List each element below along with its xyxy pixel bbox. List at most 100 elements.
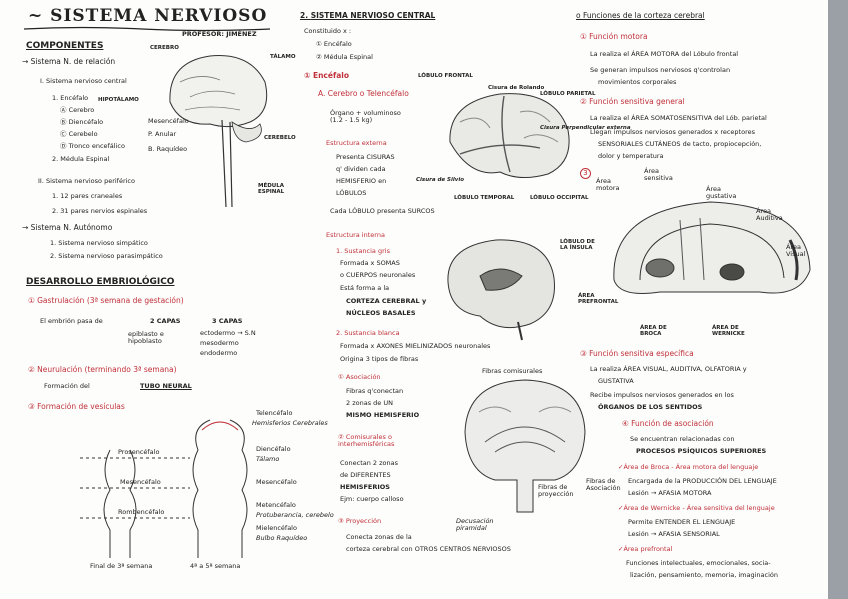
- broca-heading: ✓Área de Broca - Área motora del lenguaj…: [618, 463, 759, 471]
- lobe-label: Cisura de Silvio: [416, 177, 465, 183]
- snc-sub: I. Sistema nervioso central: [40, 77, 127, 85]
- brain-label: CEREBELO: [264, 135, 296, 141]
- area-label: ÁREA PREFRONTAL: [578, 293, 619, 305]
- sna-heading: → Sistema N. Autónomo: [22, 223, 113, 232]
- broca-text: Encargada de la PRODUCCIÓN DEL LENGUAJE: [628, 477, 777, 485]
- wernicke-heading: ✓Área de Wernicke - Área sensitiva del l…: [618, 504, 775, 512]
- snp-item: 1. 12 pares craneales: [52, 192, 123, 200]
- area-label: ÁREA DE WERNICKE: [712, 325, 745, 337]
- area-label: Área sensitiva: [644, 167, 673, 182]
- vesicle-derivative: Mielencéfalo: [256, 524, 297, 532]
- esp-heading: ③ Función sensitiva específica: [580, 349, 694, 358]
- vesicle-derivative: Telencéfalo: [256, 409, 293, 417]
- esp-text: GUSTATIVA: [598, 377, 634, 385]
- vesicle-derivative: Mesencéfalo: [256, 478, 297, 486]
- comis-text: Conectan 2 zonas: [340, 459, 399, 467]
- lobe-label: Cisura Perpendicular externa: [540, 125, 631, 131]
- comis-text: HEMISFERIOS: [340, 483, 390, 491]
- brain-sagittal-illustration: [169, 55, 268, 208]
- blanca-text: Origina 3 tipos de fibras: [340, 355, 419, 363]
- vesicle-derivative: Tálamo: [256, 455, 280, 463]
- ext-text: HEMISFERIO en: [336, 177, 387, 185]
- stage-caption: 4ª a 5ª semana: [190, 562, 241, 570]
- brain-insula-illustration: [447, 239, 555, 341]
- ext-text: Presenta CISURAS: [336, 153, 395, 161]
- area-label: Área gustativa: [706, 185, 737, 200]
- encefalo-sub: Ⓒ Cerebelo: [60, 130, 98, 138]
- tubo-neural: TUBO NEURAL: [140, 382, 192, 390]
- vesicle-label: Prosencéfalo: [118, 448, 160, 456]
- notes-sheet: [0, 0, 828, 599]
- area-label: ÁREA DE BROCA: [640, 325, 667, 337]
- comis-heading: ② Comisurales o interhemisféricas: [338, 433, 395, 448]
- fiber-label: Decusación piramidal: [456, 517, 494, 532]
- embrion-text: El embrión pasa de: [40, 317, 103, 325]
- gris-text: Formada x SOMAS: [340, 259, 400, 267]
- brain-label: P. Anular: [148, 130, 177, 138]
- brain-label: Mesencéfalo: [148, 117, 189, 125]
- medula-item: 2. Médula Espinal: [52, 155, 110, 163]
- epiblasto: epiblasto e hipoblasto: [128, 330, 164, 345]
- area-label: Área Visual: [786, 243, 806, 258]
- lobe-label: LÓBULO TEMPORAL: [454, 195, 515, 201]
- gris-text: o CUERPOS neuronales: [340, 271, 416, 279]
- brain-lateral-illustration: [449, 93, 570, 178]
- motora-text: movimientos corporales: [598, 78, 677, 86]
- wernicke-text: Lesión → AFASIA SENSORIAL: [628, 530, 720, 538]
- neurulacion-heading: ② Neurulación (terminando 3ª semana): [28, 365, 177, 374]
- blanca-text: Formada x AXONES MIELINIZADOS neuronales: [340, 342, 491, 350]
- fiber-label: Fibras de Asociación: [586, 477, 621, 492]
- cada-text: Cada LÓBULO presenta SURCOS: [330, 207, 435, 215]
- prefrontal-text: lización, pensamiento, memoria, imaginac…: [630, 571, 779, 579]
- fiber-label: Fibras de proyección: [538, 483, 574, 498]
- capa: endodermo: [200, 349, 238, 357]
- sens-text: dolor y temperatura: [598, 152, 664, 160]
- asoc-text: MISMO HEMISFERIO: [346, 411, 420, 419]
- constituido: Constituido x :: [304, 27, 352, 35]
- capa: mesodermo: [200, 339, 239, 347]
- blanca-heading: 2. Sustancia blanca: [336, 329, 400, 337]
- int-heading: Estructura interna: [326, 231, 385, 239]
- brain-label: MÉDULA ESPINAL: [258, 183, 285, 195]
- vesicle-label: Rombencéfalo: [118, 508, 165, 516]
- gastrulacion-heading: ① Gastrulación (3ª semana de gestación): [28, 296, 184, 305]
- areas-marker: 3: [580, 168, 593, 179]
- ext-text: q' dividen cada: [336, 165, 386, 173]
- vesicle-label: Mesencéfalo: [120, 478, 161, 486]
- funciones-title: o Funciones de la corteza cerebral: [576, 11, 705, 20]
- prefrontal-heading: ✓Área prefrontal: [618, 545, 673, 553]
- asociacion-text: PROCESOS PSÍQUICOS SUPERIORES: [636, 447, 767, 455]
- sens-heading: ② Función sensitiva general: [580, 97, 685, 106]
- ext-text: LÓBULOS: [336, 189, 367, 197]
- desarrollo-heading: DESARROLLO EMBRIOLÓGICO: [26, 277, 175, 287]
- lobe-label: Cisura de Rolando: [488, 85, 545, 91]
- snp-heading: II. Sistema nervioso periférico: [38, 177, 135, 185]
- brain-label: B. Raquídeo: [148, 145, 188, 153]
- esp-text: La realiza ÁREA VISUAL, AUDITIVA, OLFATO…: [590, 365, 747, 373]
- gris-text: Está forma a la: [340, 284, 390, 292]
- capa: ectodermo → S.N: [200, 329, 256, 337]
- brain-label: HIPOTÁLAMO: [98, 97, 139, 103]
- encefalo-sub: Ⓐ Cerebro: [60, 106, 95, 114]
- snp-item: 2. 31 pares nervios espinales: [52, 207, 148, 215]
- gris-heading: 1. Sustancia gris: [336, 247, 390, 255]
- area-label: Área Auditiva: [756, 207, 783, 222]
- brain-label: CEREBRO: [150, 45, 179, 51]
- motora-heading: ① Función motora: [580, 32, 648, 41]
- asoc-heading: ① Asociación: [338, 373, 381, 381]
- esp-text: Recibe impulsos nerviosos generados en l…: [590, 391, 734, 399]
- sna-item: 2. Sistema nervioso parasimpático: [50, 252, 163, 260]
- encefalo-heading: ① Encéfalo: [304, 71, 350, 80]
- gris-text: NÚCLEOS BASALES: [346, 309, 416, 317]
- vesicle-derivative: Metencéfalo: [256, 501, 296, 509]
- stage-caption: Final de 3ª semana: [90, 562, 153, 570]
- encefalo-sub: Ⓑ Diencéfalo: [60, 118, 104, 126]
- esp-text: ÓRGANOS DE LOS SENTIDOS: [598, 403, 703, 411]
- motora-text: Se generan impulsos nerviosos q'controla…: [590, 66, 731, 74]
- asociacion-text: Se encuentran relacionadas con: [630, 435, 735, 443]
- gris-text: CORTEZA CEREBRAL y: [346, 297, 427, 305]
- vesicle-derivative: Protuberancia, cerebelo: [256, 511, 334, 519]
- organo-text: Órgano + voluminoso (1.2 - 1.5 kg): [330, 109, 401, 124]
- brain-coronal-illustration: [464, 379, 586, 513]
- sens-text: SENSORIALES CUTÁNEOS de tacto, propiocep…: [598, 140, 762, 148]
